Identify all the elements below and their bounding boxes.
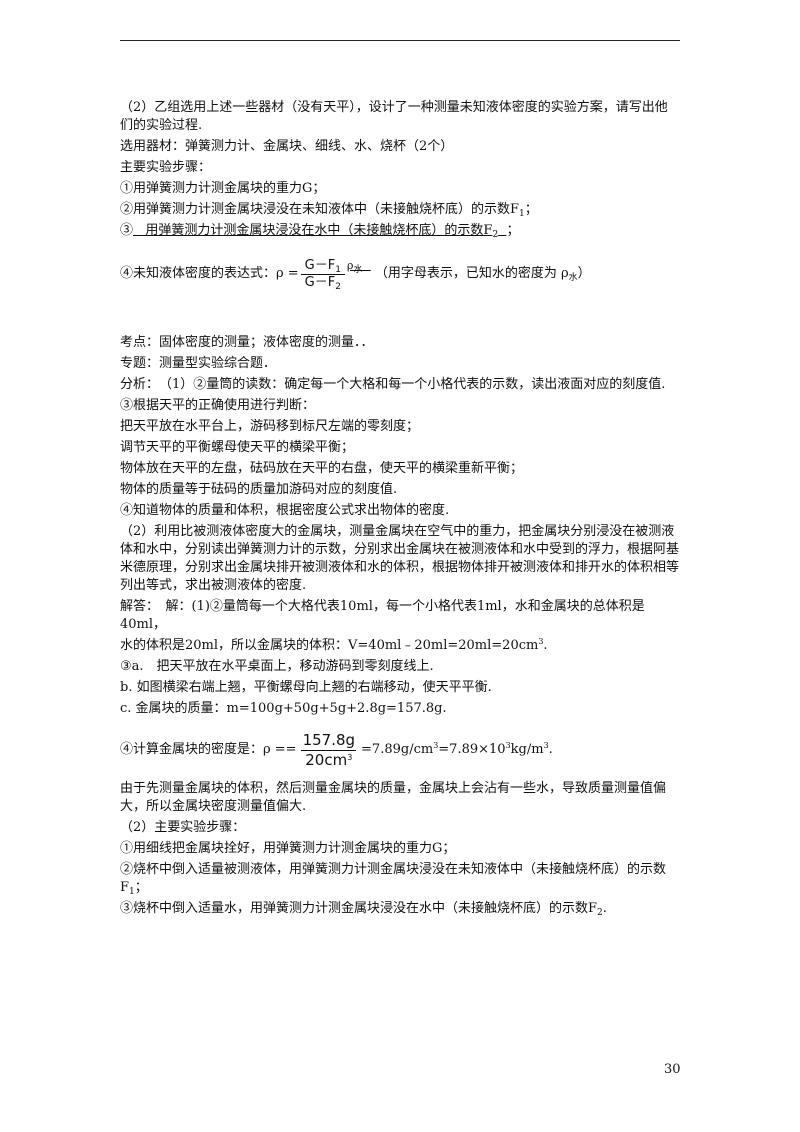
solution-7: 由于先测量金属块的体积，然后测量金属块的质量，金属块上会沾有一些水，导致质量测量… xyxy=(120,781,667,814)
analysis-8: （2）利用比被测液体密度大的金属块，测量金属块在空气中的重力，把金属块分别浸没在… xyxy=(120,524,680,593)
answer-blank-step-3: 用弹簧测力计测金属块浸没在水中（未接触烧杯底）的示数F2 xyxy=(145,223,499,240)
density-calc-fraction: 157.8g 20cm3 xyxy=(301,730,357,769)
document-body: （2）乙组选用上述一些器材（没有天平），设计了一种测量未知液体密度的实验方案，请… xyxy=(120,99,680,921)
solution-9: ①用细线把金属块拴好，用弹簧测力计测金属块的重力G； xyxy=(120,841,456,856)
step-2: ②用弹簧测力计测金属块浸没在未知液体中（未接触烧杯底）的示数F1； xyxy=(120,202,538,219)
solution-5: c. 金属块的质量：m=100g+50g+5g+2.8g=157.8g. xyxy=(120,701,447,716)
analysis-4: 调节天平的平衡螺母使天平的横梁平衡； xyxy=(120,440,355,455)
solution-11: ③烧杯中倒入适量水，用弹簧测力计测金属块浸没在水中（未接触烧杯底）的示数F2. xyxy=(120,901,607,918)
step-1: ①用弹簧测力计测金属块的重力G； xyxy=(120,181,326,196)
solution-1: 解答： 解：(1)②量筒每一个大格代表10ml，每一个小格代表1ml，水和金属块… xyxy=(120,599,645,632)
solution-8: （2）主要实验步骤： xyxy=(120,820,246,835)
zhuanti-line: 专题：测量型实验综合题． xyxy=(120,356,277,371)
analysis-5: 物体放在天平的左盘，砝码放在天平的右盘，使天平的横梁重新平衡； xyxy=(120,461,524,476)
header-rule xyxy=(120,40,680,41)
analysis-2: ③根据天平的正确使用进行判断： xyxy=(120,398,316,413)
analysis-6: 物体的质量等于砝码的质量加游码对应的刻度值. xyxy=(120,482,398,497)
analysis-7: ④知道物体的质量和体积，根据密度公式求出物体的密度. xyxy=(120,503,450,518)
paragraph-steps-heading: 主要实验步骤： xyxy=(120,160,212,175)
step-3: ③ 用弹簧测力计测金属块浸没在水中（未接触烧杯底）的示数F2 ； xyxy=(120,223,520,240)
paragraph-question: （2）乙组选用上述一些器材（没有天平），设计了一种测量未知液体密度的实验方案，请… xyxy=(120,100,668,133)
solution-10: ②烧杯中倒入适量被测液体，用弹簧测力计测金属块浸没在未知液体中（未接触烧杯底）的… xyxy=(120,862,667,897)
solution-2: 水的体积是20ml，所以金属块的体积：V=40ml﹣20ml=20ml=20cm… xyxy=(120,637,548,654)
paragraph-equipment: 选用器材：弹簧测力计、金属块、细线、水、烧杯（2个） xyxy=(120,139,454,154)
density-fraction: G－F1 G－F2 xyxy=(300,258,345,292)
solution-3: ③a. 把天平放在水平桌面上，移动游码到零刻度线上. xyxy=(120,659,434,674)
analysis-1: 分析： （1）②量筒的读数：确定每一个大格和每一个小格代表的示数，读出液面对应的… xyxy=(120,377,666,392)
kaodian-line: 考点：固体密度的测量；液体密度的测量．． xyxy=(120,335,374,350)
page-number: 30 xyxy=(664,1062,681,1077)
step-4-formula: ④未知液体密度的表达式：ρ = G－F1 G－F2 ρ水 （用字母表示，已知水的… xyxy=(120,257,591,292)
analysis-3: 把天平放在水平台上，游码移到标尺左端的零刻度； xyxy=(120,419,420,434)
answer-blank-step-4: G－F1 G－F2 ρ水 xyxy=(299,257,371,292)
solution-6-formula: ④计算金属块的密度是：ρ == 157.8g 20cm3 =7.89g/cm3=… xyxy=(120,730,553,769)
solution-4: b. 如图横梁右端上翘，平衡螺母向上翘的右端移动，使天平平衡. xyxy=(120,680,492,695)
